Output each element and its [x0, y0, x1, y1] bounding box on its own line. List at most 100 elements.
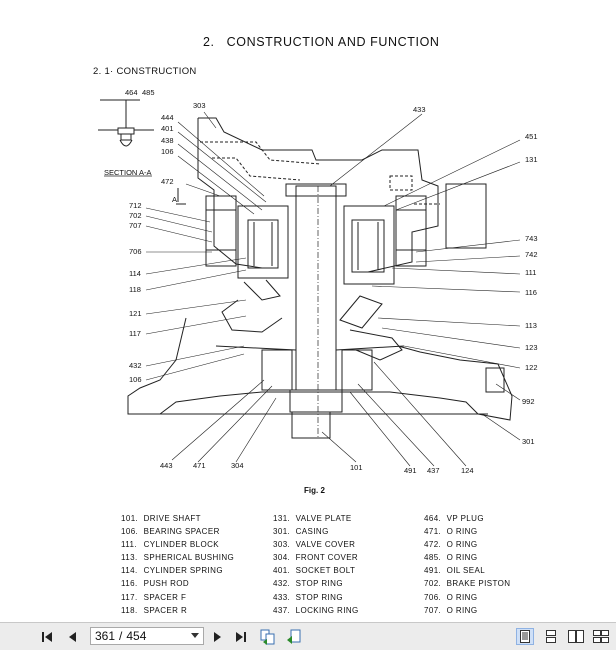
last-page-button[interactable] — [232, 629, 248, 645]
legend-row: 113. SPHERICAL BUSHING — [121, 553, 234, 566]
dashed-passages — [200, 141, 440, 205]
legend-row: 303. VALVE COVER — [273, 540, 359, 553]
callout-491: 491 — [404, 466, 417, 475]
part-code: 303. — [273, 540, 291, 550]
part-code: 304. — [273, 553, 291, 563]
callout-707: 707 — [129, 221, 142, 230]
page-number-field[interactable]: 361/454 — [90, 627, 204, 645]
part-name: CYLINDER SPRING — [143, 566, 223, 576]
part-name: STOP RING — [295, 592, 343, 602]
section-number: 2. — [203, 35, 215, 49]
callout-117: 117 — [129, 329, 141, 338]
part-name: O RING — [446, 605, 478, 615]
facing-view-button[interactable] — [567, 628, 585, 645]
casing-outline — [127, 117, 513, 421]
callout-451: 451 — [525, 132, 538, 141]
part-name: SPHERICAL BUSHING — [143, 553, 235, 563]
next-page-icon — [214, 632, 221, 642]
part-code: 113. — [121, 553, 138, 563]
part-name: BEARING SPACER — [143, 527, 220, 537]
part-code: 433. — [273, 592, 291, 602]
part-name: BRAKE PISTON — [446, 579, 511, 589]
subsection-heading: 2. 1· CONSTRUCTION — [93, 66, 197, 77]
callout-121: 121 — [129, 309, 142, 318]
part-name: DRIVE SHAFT — [143, 514, 201, 523]
legend-row: 118. SPACER R — [121, 606, 234, 619]
part-name: VP PLUG — [446, 514, 484, 523]
part-code: 491. — [424, 566, 442, 576]
part-code: 472. — [424, 540, 442, 550]
callout-433: 433 — [413, 105, 426, 114]
part-name: FRONT COVER — [295, 553, 359, 563]
part-code: 111. — [121, 540, 137, 550]
continuous-page-icon — [546, 630, 556, 643]
legend-row: 702. BRAKE PISTON — [424, 579, 510, 592]
continuous-facing-view-button[interactable] — [592, 628, 610, 645]
part-code: 401. — [273, 566, 291, 576]
go-to-page-button[interactable] — [260, 629, 276, 645]
continuous-facing-icon — [593, 630, 609, 643]
legend-row: 471. O RING — [424, 527, 510, 540]
legend-row: 106. BEARING SPACER — [121, 527, 234, 540]
legend-row: 304. FRONT COVER — [273, 553, 359, 566]
callout-101: 101 — [350, 463, 363, 472]
legend-row: 707. O RING — [424, 606, 510, 619]
legend-row: 131. VALVE PLATE — [273, 514, 359, 527]
page-back-icon — [287, 629, 301, 644]
section-aa-label: SECTION A-A — [104, 168, 152, 177]
part-name: SPACER R — [143, 605, 188, 615]
callout-471: 471 — [193, 461, 206, 470]
callout-124: 124 — [461, 466, 474, 475]
legend-row: 111. CYLINDER BLOCK — [121, 540, 234, 553]
callout-742: 742 — [525, 250, 538, 259]
part-name: VALVE COVER — [295, 540, 356, 550]
part-name: O RING — [446, 553, 478, 563]
cylinder-block-left — [237, 205, 289, 301]
legend-row: 301. CASING — [273, 527, 359, 540]
legend-row: 401. SOCKET BOLT — [273, 566, 359, 579]
part-code: 301. — [273, 527, 291, 537]
callout-123: 123 — [525, 343, 538, 352]
callout-437: 437 — [427, 466, 440, 475]
chevron-down-icon[interactable] — [191, 633, 199, 639]
go-back-button[interactable] — [286, 629, 302, 645]
continuous-view-button[interactable] — [542, 628, 560, 645]
previous-page-icon — [69, 632, 76, 642]
next-page-button[interactable] — [210, 629, 226, 645]
part-code: 118. — [121, 605, 138, 615]
callout-444: 444 — [161, 113, 174, 122]
callout-702: 702 — [129, 211, 142, 220]
parts-legend-col-2: 131. VALVE PLATE 301. CASING 303. VALVE … — [273, 514, 359, 619]
total-pages: 454 — [126, 629, 147, 643]
callout-labels: 464 485 303 433 444 401 438 106 451 131 … — [104, 88, 538, 475]
brake-assembly — [205, 195, 427, 267]
legend-row: 433. STOP RING — [273, 593, 359, 606]
facing-pages-icon — [568, 630, 584, 643]
callout-301: 301 — [522, 437, 535, 446]
callout-443: 443 — [160, 461, 173, 470]
part-name: O RING — [446, 592, 478, 602]
legend-row: 117. SPACER F — [121, 593, 234, 606]
drive-shaft — [289, 185, 343, 439]
callout-113: 113 — [525, 321, 537, 330]
single-page-view-button[interactable] — [516, 628, 534, 645]
legend-row: 437. LOCKING RING — [273, 606, 359, 619]
callout-706: 706 — [129, 247, 142, 256]
callout-438: 438 — [161, 136, 174, 145]
part-name: SPACER F — [143, 592, 187, 602]
valve-plate — [285, 183, 347, 197]
document-page: 2.CONSTRUCTION AND FUNCTION 2. 1· CONSTR… — [93, 35, 538, 619]
callout-106-lower: 106 — [129, 375, 142, 384]
part-code: 471. — [424, 527, 442, 537]
callout-122: 122 — [525, 363, 538, 372]
callout-401: 401 — [161, 124, 174, 133]
part-name: PUSH ROD — [143, 579, 190, 589]
legend-row: 706. O RING — [424, 593, 510, 606]
callout-131: 131 — [525, 155, 538, 164]
previous-page-button[interactable] — [64, 629, 80, 645]
legend-row: 101. DRIVE SHAFT — [121, 514, 234, 527]
part-name: O RING — [446, 527, 478, 537]
first-page-button[interactable] — [40, 629, 56, 645]
part-code: 707. — [424, 605, 442, 615]
page-jump-icon — [260, 629, 275, 645]
